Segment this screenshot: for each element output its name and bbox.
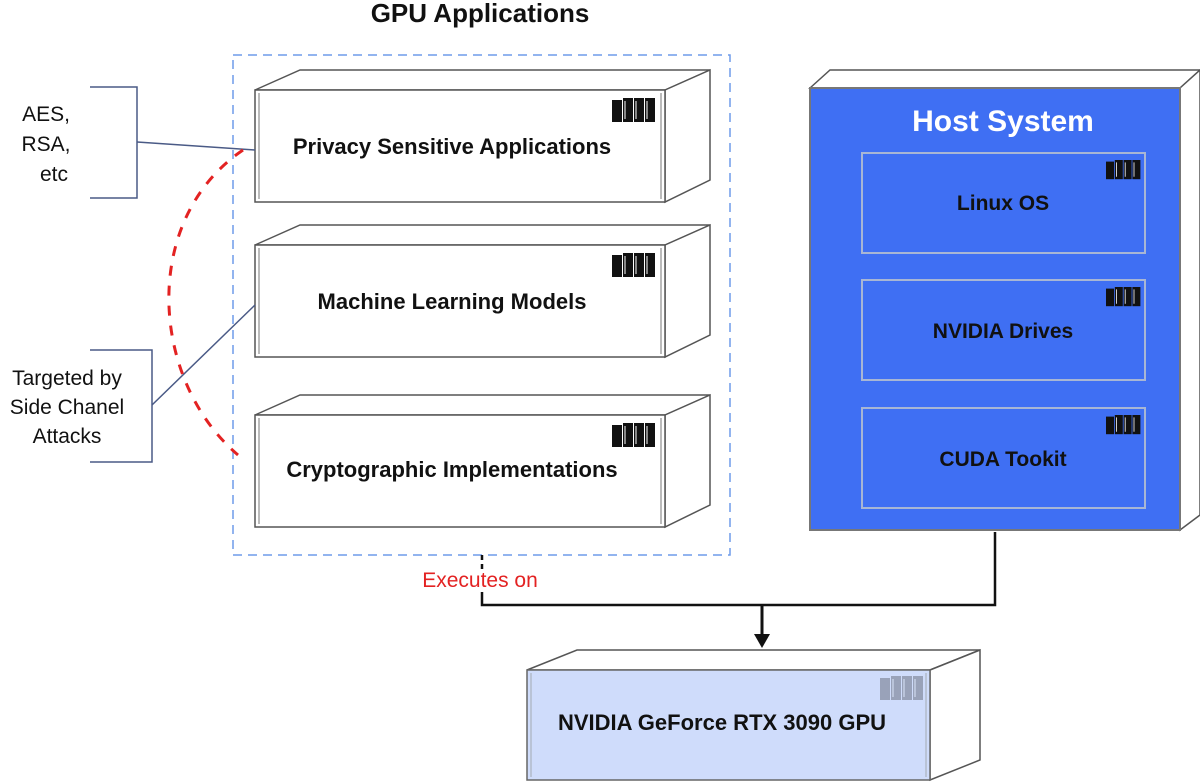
attacks-note: Targeted by Side Chanel Attacks	[10, 304, 256, 463]
cryptographic-implementations-node[interactable]: Cryptographic Implementations	[254, 393, 711, 529]
host-component-cuda-toolkit[interactable]: CUDA Tookit	[861, 407, 1146, 509]
host-component-linux-os[interactable]: Linux OS	[861, 152, 1146, 254]
host-component-nvidia-drives[interactable]: NVIDIA Drives	[861, 279, 1146, 381]
executes-on-connector	[480, 532, 997, 648]
gpu-node[interactable]: NVIDIA GeForce RTX 3090 GPU	[526, 648, 981, 782]
host-system-node[interactable]: Host System Linux OS NVIDIA Drives CUDA …	[808, 68, 1200, 532]
algorithms-note-line-2: RSA,	[21, 133, 70, 156]
host-component-label: CUDA Tookit	[939, 448, 1066, 471]
app-label-privacy: Privacy Sensitive Applications	[293, 134, 611, 159]
attacks-note-line-2: Side Chanel	[10, 396, 124, 419]
side-channel-attack-curve	[167, 148, 244, 457]
app-label-crypto: Cryptographic Implementations	[286, 457, 617, 482]
algorithms-note-line-3: etc	[40, 163, 68, 186]
gpu-label: NVIDIA GeForce RTX 3090 GPU	[558, 710, 886, 735]
attacks-note-line-3: Attacks	[33, 425, 102, 448]
diagram-title: GPU Applications	[371, 0, 590, 28]
arrow-head-icon	[754, 634, 770, 648]
attacks-note-line-1: Targeted by	[12, 367, 122, 390]
privacy-sensitive-applications-node[interactable]: Privacy Sensitive Applications	[254, 68, 711, 204]
machine-learning-models-node[interactable]: Machine Learning Models	[254, 223, 711, 359]
host-system-title: Host System	[912, 105, 1094, 138]
algorithms-note-line-1: AES,	[22, 103, 70, 126]
executes-on-label: Executes on	[422, 569, 538, 592]
host-component-label: Linux OS	[957, 192, 1049, 215]
host-component-label: NVIDIA Drives	[933, 320, 1073, 343]
app-label-ml: Machine Learning Models	[318, 289, 587, 314]
algorithms-note: AES, RSA, etc	[21, 86, 256, 199]
